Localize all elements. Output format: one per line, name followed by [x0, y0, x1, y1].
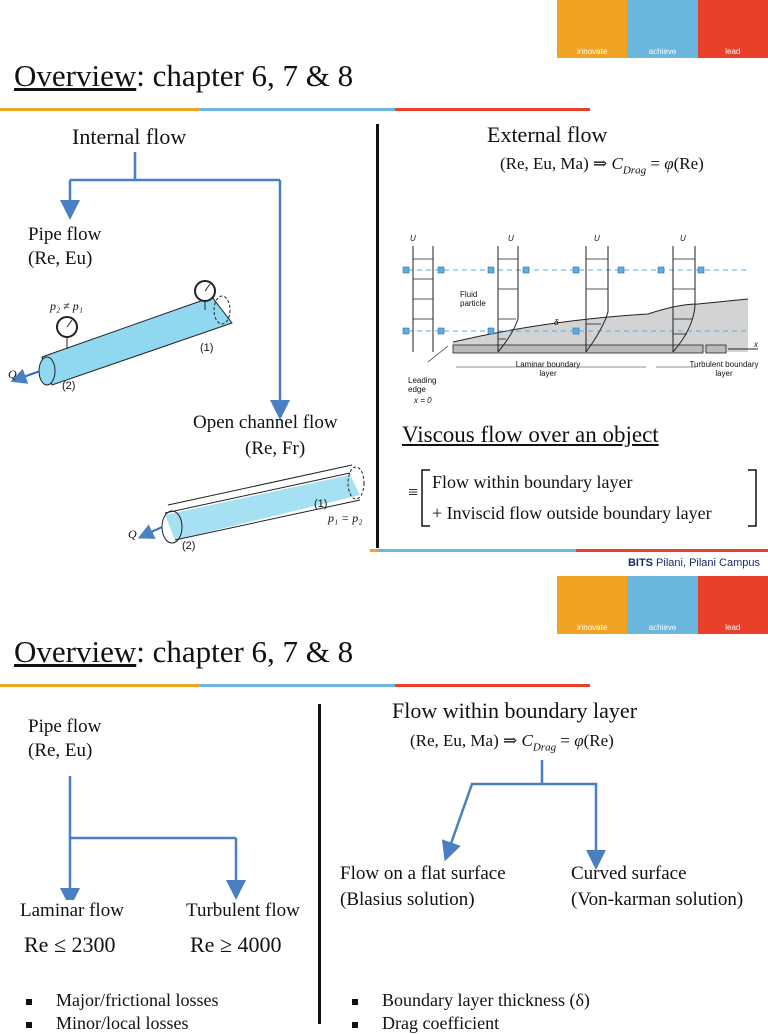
page-title-2: Overview: chapter 6, 7 & 8	[14, 634, 354, 669]
bl-leading-edge-label: Leading edge	[408, 376, 437, 395]
page-title: Overview: chapter 6, 7 & 8	[14, 58, 354, 93]
re-turbulent: Re ≥ 4000	[190, 932, 282, 957]
pipe-pressure-label: p₂ ≠ p₁	[50, 299, 83, 313]
pipe-q-label: Q	[8, 367, 17, 381]
internal-flow-label: Internal flow	[72, 124, 187, 149]
pipe-label-1: (1)	[200, 342, 214, 354]
re-laminar: Re ≤ 2300	[24, 932, 116, 957]
pipe-flow-label-2: Pipe flow	[28, 716, 102, 737]
external-flow-equation: (Re, Eu, Ma) ⇒ CDrag = φ(Re)	[500, 154, 704, 177]
bl-u-label-2: U	[508, 234, 514, 243]
blasius-label: (Blasius solution)	[340, 889, 475, 910]
title-rule	[0, 108, 590, 111]
pipe-flow-label: Pipe flow	[28, 224, 102, 245]
list-item: Boundary layer thickness (δ)	[352, 990, 590, 1011]
bl-x0-label: x = 0	[414, 396, 432, 405]
pipe-flow-params: (Re, Eu)	[28, 248, 93, 269]
channel-label-1: (1)	[314, 498, 328, 510]
bl-laminar-label: Laminar boundary layer	[515, 360, 581, 379]
brand-innovate-2: innovate	[557, 576, 628, 634]
brand-lead-2: lead	[697, 576, 768, 634]
bracket-line-1: Flow within boundary layer	[432, 472, 633, 492]
bl-x-label: x	[754, 340, 758, 349]
list-item: Major/frictional losses	[26, 990, 218, 1011]
flat-surface-label: Flow on a flat surface	[340, 863, 506, 884]
bl-u-label-1: U	[410, 234, 416, 243]
footer-rule	[370, 549, 768, 552]
brand-banner: innovate achieve lead	[557, 0, 768, 58]
external-flow-label: External flow	[487, 122, 608, 147]
title-rule-2	[0, 684, 590, 687]
flow-within-equation: (Re, Eu, Ma) ⇒ CDrag = φ(Re)	[410, 731, 614, 754]
channel-pressure-label: p₁ = p₂	[328, 511, 363, 525]
open-channel-params: (Re, Fr)	[245, 438, 306, 459]
channel-q-label: Q	[128, 527, 137, 541]
brand-achieve: achieve	[627, 0, 698, 58]
bl-turbulent-label: Turbulent boundary layer	[689, 360, 759, 379]
bl-u-label-4: U	[680, 234, 686, 243]
turbulent-flow-label: Turbulent flow	[186, 900, 300, 921]
slide1-divider	[376, 124, 379, 548]
pipe-label-2: (2)	[62, 380, 76, 392]
brand-lead: lead	[697, 0, 768, 58]
bl-u-label-3: U	[594, 234, 600, 243]
curved-surface-label: Curved surface	[571, 863, 687, 884]
bracket-lines	[421, 469, 757, 527]
boundary-layer-diagram	[402, 246, 758, 368]
pipe-illustration	[10, 280, 233, 386]
equiv-symbol: ≡	[408, 482, 419, 502]
brand-innovate: innovate	[557, 0, 628, 58]
internal-flow-tree	[60, 152, 768, 560]
channel-label-2: (2)	[182, 540, 196, 552]
bracket-line-2: + Inviscid flow outside boundary layer	[432, 503, 712, 523]
brand-banner-2: innovate achieve lead	[557, 576, 768, 634]
flow-within-label: Flow within boundary layer	[392, 698, 638, 723]
laminar-flow-label: Laminar flow	[20, 900, 124, 921]
open-channel-label: Open channel flow	[193, 412, 338, 433]
von-karman-label: (Von-karman solution)	[571, 889, 744, 910]
brand-achieve-2: achieve	[627, 576, 698, 634]
pipe-flow-params-2: (Re, Eu)	[28, 740, 93, 761]
open-channel-illustration	[137, 464, 365, 544]
slide2-divider	[318, 704, 321, 1024]
slide2-trees	[60, 760, 606, 900]
viscous-flow-title: Viscous flow over an object	[402, 422, 659, 447]
footer-campus: BITS Pilani, Pilani Campus	[627, 557, 760, 569]
bl-fluid-particle-label: Fluid particle	[460, 290, 486, 309]
bl-delta-label: δ	[554, 318, 559, 327]
